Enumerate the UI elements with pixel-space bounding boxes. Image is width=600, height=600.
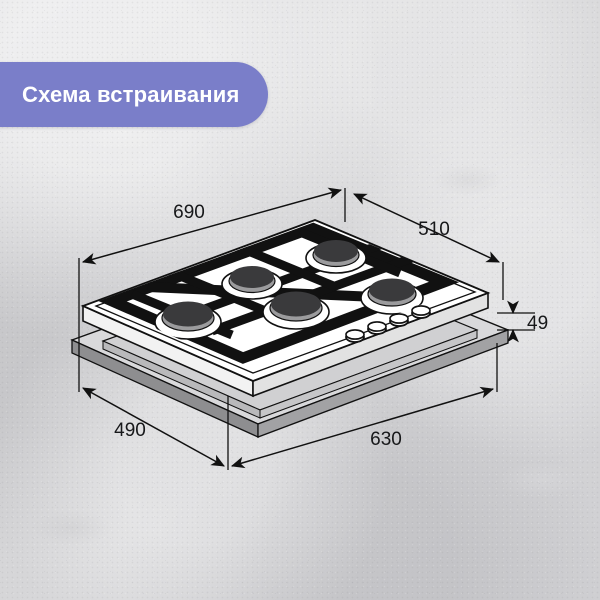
dimension-49: 49: [507, 300, 548, 343]
dimension-490-label: 490: [114, 420, 146, 441]
burner-right: [360, 278, 424, 315]
burner-front-left: [154, 301, 222, 340]
dimension-630: 630: [230, 386, 495, 469]
control-knob-1[interactable]: [345, 329, 365, 343]
title-badge: Схема встраивания: [0, 62, 268, 127]
dimension-690: 690: [81, 187, 343, 265]
dimension-690-label: 690: [173, 202, 205, 223]
dimension-510-label: 510: [418, 219, 450, 240]
control-knobs[interactable]: [345, 305, 431, 343]
hob-appliance: [80, 219, 491, 398]
control-knob-3[interactable]: [389, 313, 409, 327]
dimension-630-label: 630: [370, 429, 402, 450]
control-knob-2[interactable]: [367, 321, 387, 335]
title-badge-label: Схема встраивания: [22, 81, 240, 107]
dimension-510: 510: [353, 193, 500, 263]
burner-mid-left: [221, 266, 283, 300]
control-knob-4[interactable]: [411, 305, 431, 319]
burner-center: [262, 291, 330, 330]
dimension-49-label: 49: [527, 313, 548, 334]
dimension-490: 490: [82, 387, 225, 467]
